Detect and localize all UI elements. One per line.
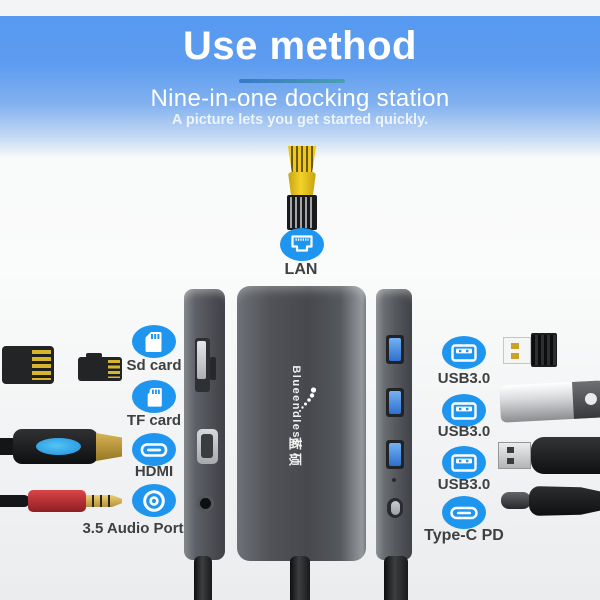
hub-led-dot — [392, 478, 396, 482]
hdmi-cable-blue-oval — [36, 438, 81, 455]
hub-type-c-port — [387, 498, 403, 518]
hdmi-port-icon — [132, 433, 176, 466]
hub-sd-slot — [195, 338, 210, 392]
hub-left-panel — [184, 289, 225, 560]
ethernet-boot — [288, 172, 316, 198]
ethernet-strands — [287, 146, 317, 176]
header-banner — [0, 16, 600, 158]
hub-usb-port-1 — [386, 335, 404, 364]
audio-jack-icon — [132, 484, 176, 517]
hdmi-plug — [96, 433, 122, 461]
usb-label-2: USB3.0 — [437, 423, 491, 440]
sd-card-photo — [2, 346, 54, 384]
tf-card-photo — [78, 353, 122, 381]
audio-port-label: 3.5 Audio Port — [82, 520, 184, 537]
tf-card-label: TF card — [126, 412, 182, 429]
flash-drive-photo — [499, 380, 600, 423]
hub-usb-port-3 — [386, 440, 404, 469]
sd-card-label: Sd card — [126, 357, 182, 374]
hub-right-panel — [376, 289, 412, 560]
hub-cable-left — [194, 556, 212, 600]
brand-logo-dots — [297, 384, 319, 414]
lan-port-icon — [280, 228, 324, 261]
brand-name: Blueendless — [290, 365, 302, 447]
lan-label: LAN — [284, 261, 318, 278]
top-strip — [0, 0, 600, 16]
hub-tf-slot — [210, 357, 216, 380]
tf-card-icon — [132, 380, 176, 413]
hub-usb-port-2 — [386, 388, 404, 417]
hdmi-label: HDMI — [134, 463, 174, 480]
lan-glyph — [291, 234, 313, 252]
page-tagline: A picture lets you get started quickly. — [171, 112, 429, 128]
audio-plug-tip — [112, 495, 122, 507]
usb-port-icon — [442, 336, 486, 369]
hub-cable-center — [290, 556, 310, 600]
brand-name-chinese: 蓝硕 — [287, 436, 303, 470]
ethernet-connector — [287, 195, 317, 230]
page-subtitle: Nine-in-one docking station — [150, 85, 450, 112]
type-c-icon — [442, 496, 486, 529]
hub-audio-jack — [197, 495, 214, 512]
hub-hdmi-port — [197, 429, 218, 464]
hub-body — [237, 286, 366, 561]
usb-label-1: USB3.0 — [437, 370, 491, 387]
type-c-pd-label: Type-C PD — [424, 527, 504, 544]
usb-port-icon — [442, 446, 486, 479]
hub-cable-right — [384, 556, 408, 600]
usb-label-3: USB3.0 — [437, 476, 491, 493]
title-underline — [239, 79, 345, 83]
page-title: Use method — [183, 24, 417, 68]
sd-card-icon — [132, 325, 176, 358]
usb-port-icon — [442, 394, 486, 427]
